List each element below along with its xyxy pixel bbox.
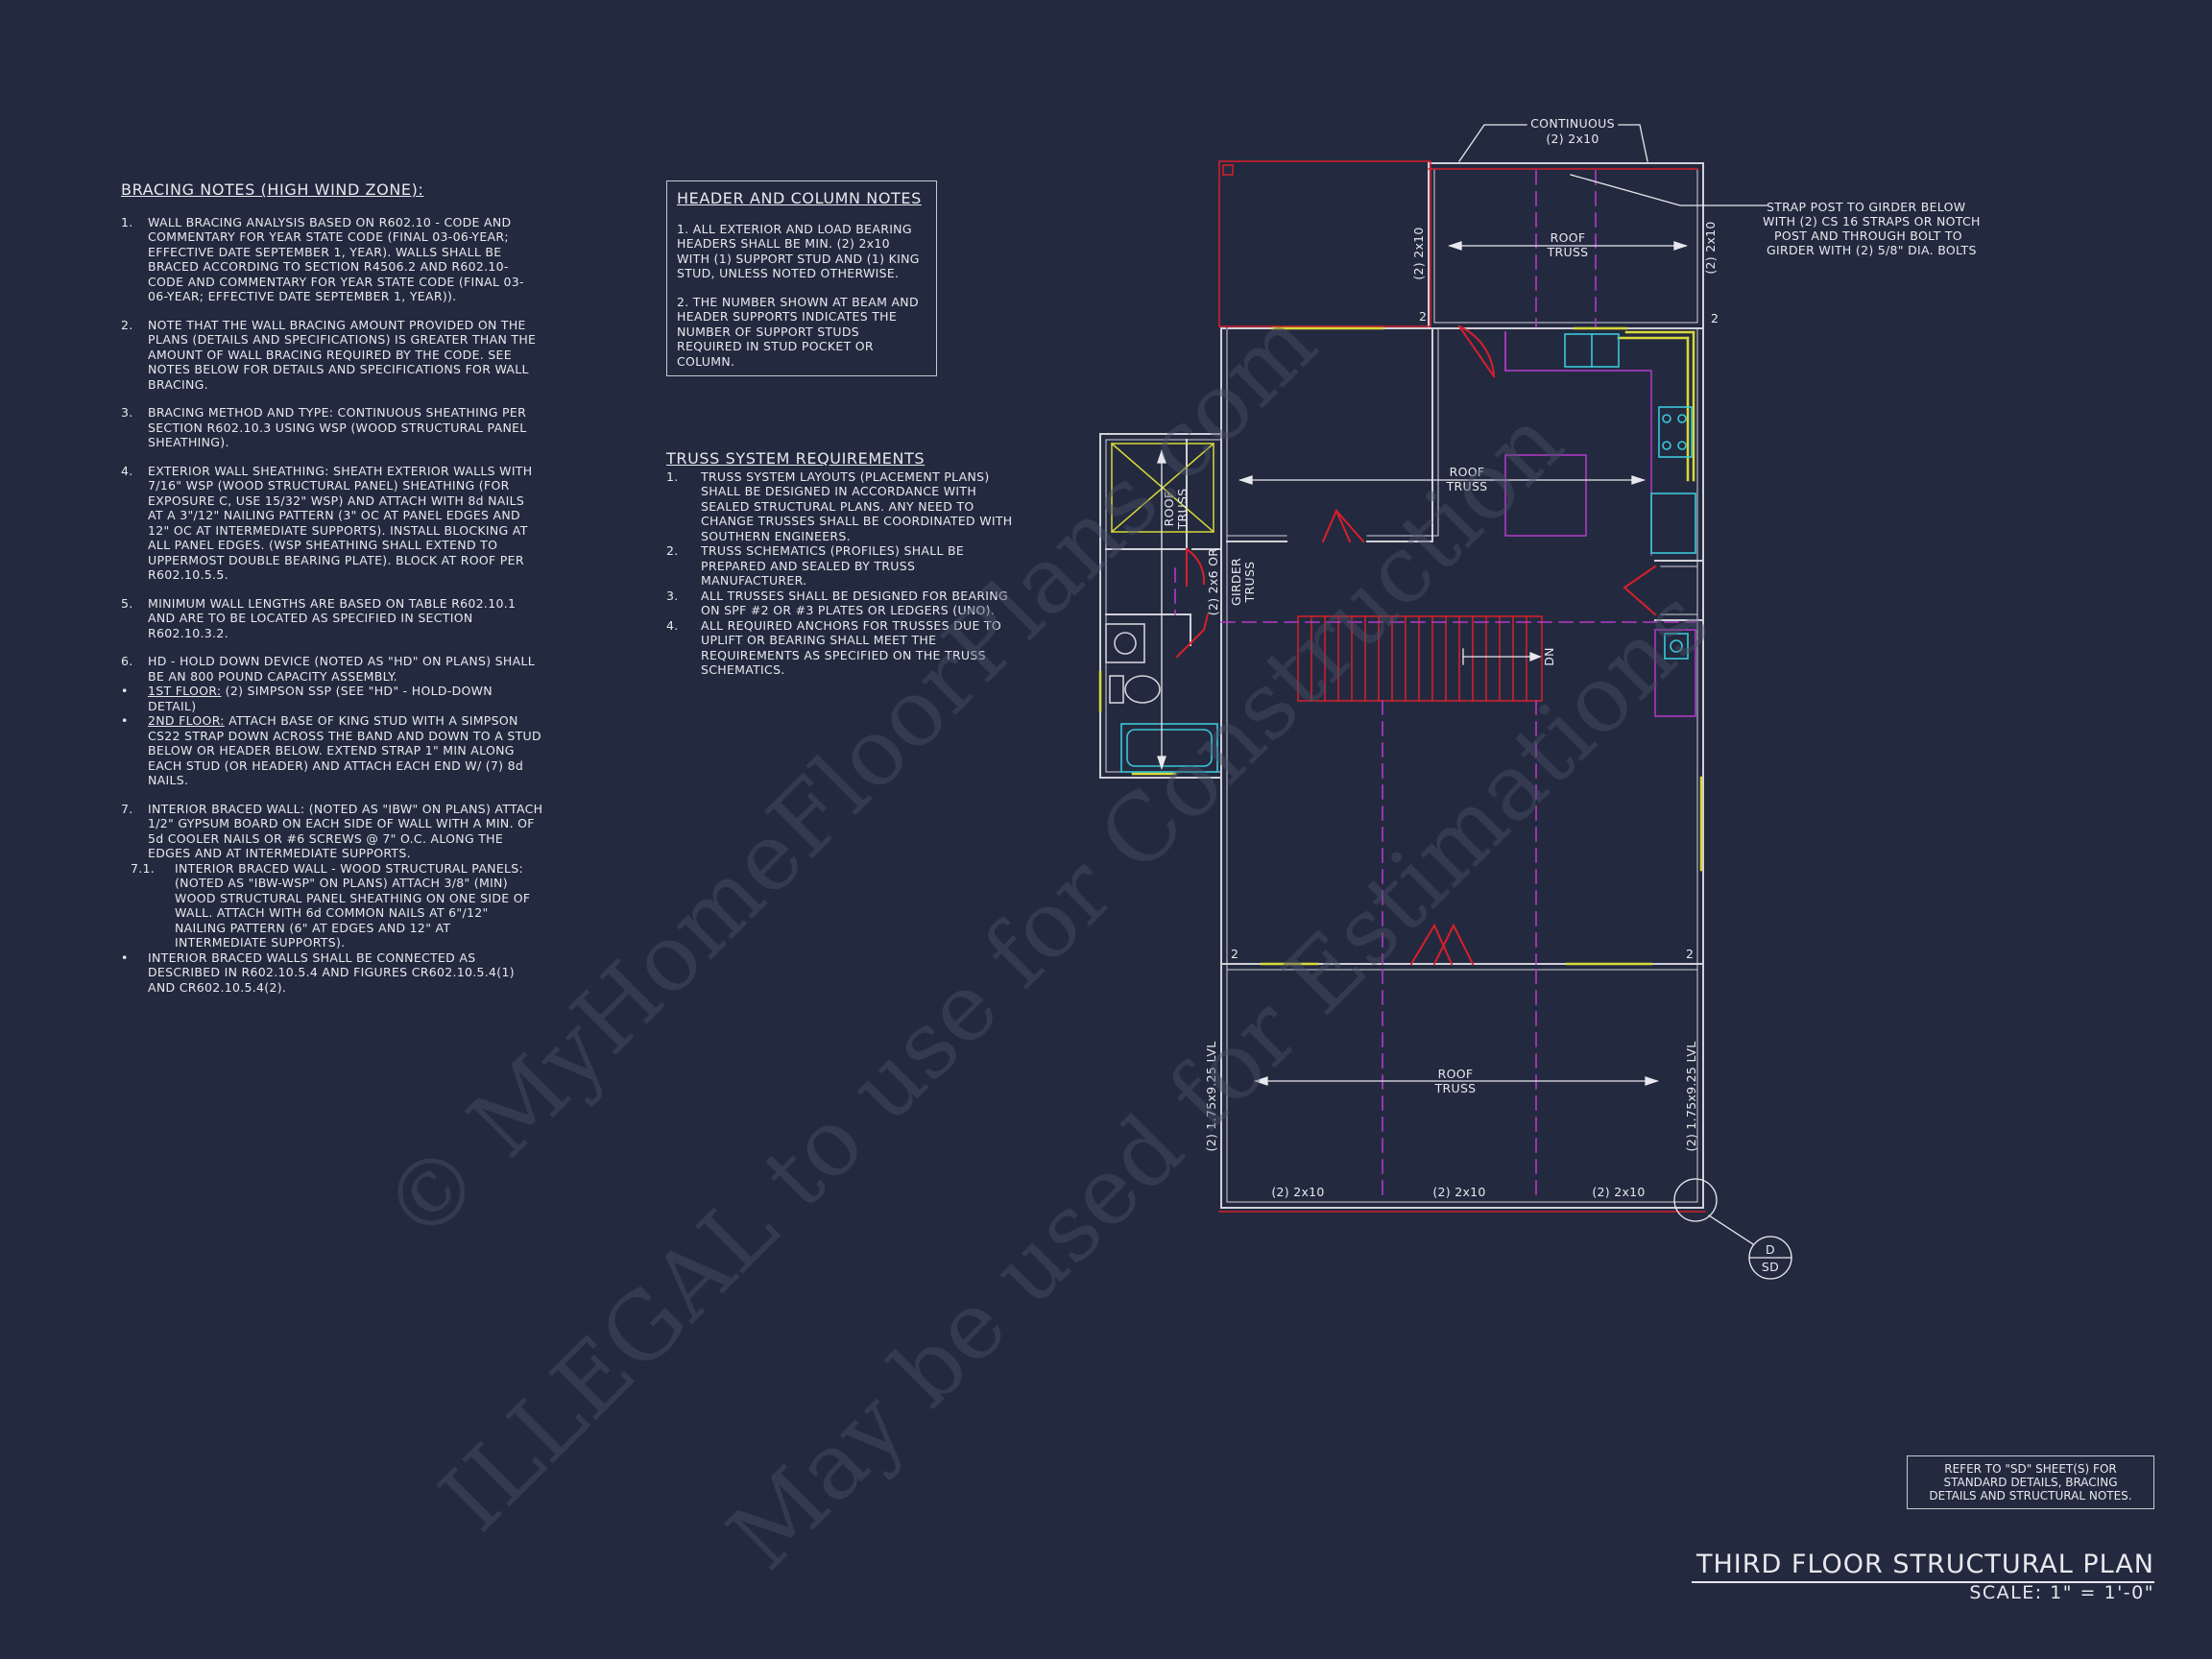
roof-label-mid: ROOF [1450,465,1485,479]
header-note-2: 2. THE NUMBER SHOWN AT BEAM AND HEADER S… [677,294,919,369]
bracing-note-5: 5.MINIMUM WALL LENGTHS ARE BASED ON TABL… [121,595,517,640]
truss-lines [1174,170,1698,1203]
bracing-bullet-1st-floor: •1ST FLOOR: (2) SIMPSON SSP (SEE "HD" - … [121,684,493,713]
kitchen-counters [1504,331,1696,717]
detail-callout-top: D [1766,1242,1775,1257]
window-marks [1098,326,1703,966]
roof-label-chase: ROOF [1162,492,1176,527]
bracing-notes-title: BRACING NOTES (HIGH WIND ZONE): [121,180,424,199]
bracing-note-4: 4.EXTERIOR WALL SHEATHING: SHEATH EXTERI… [121,463,533,583]
door-swings [1175,325,1657,966]
header-right-label: (2) 2x10 [1703,221,1718,274]
refer-note-box: REFER TO "SD" SHEET(S) FOR STANDARD DETA… [1907,1455,2154,1509]
fixtures [1105,333,1696,773]
roof-label-bottom: ROOF [1438,1067,1474,1081]
truss-requirements: TRUSS SYSTEM REQUIREMENTS 1.TRUSS SYSTEM… [666,451,1022,678]
girder-truss-label: TRUSS [1242,562,1257,604]
chase-x [1110,442,1215,534]
strap-note-line-3: POST AND THROUGH BOLT TO [1774,228,1962,243]
continuous-size-label: (2) 2x10 [1546,132,1599,146]
detail-callout-bottom: SD [1762,1260,1779,1274]
header-column-notes: HEADER AND COLUMN NOTES 1. ALL EXTERIOR … [666,180,937,376]
header-note-1: 1. ALL EXTERIOR AND LOAD BEARING HEADERS… [677,221,920,281]
refer-note-line-2: STANDARD DETAILS, BRACING [1943,1476,2118,1489]
bracing-bullet-2nd-floor: •2ND FLOOR: ATTACH BASE OF KING STUD WIT… [121,713,541,787]
stair [1297,615,1543,702]
stud-count-3: 2 [1231,947,1238,961]
stud-count-4: 2 [1686,947,1694,961]
red-beams [1218,160,1706,1213]
bracing-notes: BRACING NOTES (HIGH WIND ZONE): 1.WALL B… [121,182,543,1008]
bracing-note-7-1: 7.1.INTERIOR BRACED WALL - WOOD STRUCTUR… [131,860,531,950]
stud-count-1: 2 [1419,309,1427,324]
roof-label-top: ROOF [1551,230,1586,245]
truss-req-3: 3.ALL TRUSSES SHALL BE DESIGNED FOR BEAR… [666,588,1008,618]
refer-note-line-1: REFER TO "SD" SHEET(S) FOR [1944,1462,2117,1476]
truss-req-2: 2.TRUSS SCHEMATICS (PROFILES) SHALL BE P… [666,543,965,588]
continuous-label: CONTINUOUS [1530,116,1615,131]
stair-dn-label: DN [1542,647,1556,666]
lvl-left-label: (2) 1.75x9.25 LVL [1204,1042,1218,1152]
beam-label-2: (2) 2x10 [1432,1185,1485,1199]
span-arrows [1157,124,1792,1280]
beam-label-3: (2) 2x10 [1592,1185,1645,1199]
bracing-note-6: 6.HD - HOLD DOWN DEVICE (NOTED AS "HD" O… [121,654,535,684]
bracing-note-2: 2.NOTE THAT THE WALL BRACING AMOUNT PROV… [121,317,537,392]
refer-note-line-3: DETAILS AND STRUCTURAL NOTES. [1929,1489,2132,1503]
plan-title: THIRD FLOOR STRUCTURAL PLAN [1696,1550,2154,1579]
header-notes-title: HEADER AND COLUMN NOTES [677,189,922,207]
strap-note-line-1: STRAP POST TO GIRDER BELOW [1767,200,1965,214]
truss-label-chase: TRUSS [1175,489,1190,531]
bracing-final-bullet: •INTERIOR BRACED WALLS SHALL BE CONNECTE… [121,950,515,995]
strap-note-line-4: GIRDER WITH (2) 5/8" DIA. BOLTS [1767,243,1977,257]
bracing-note-3: 3.BRACING METHOD AND TYPE: CONTINUOUS SH… [121,405,527,449]
strap-note-line-2: WITH (2) CS 16 STRAPS OR NOTCH [1763,214,1981,228]
plan-scale: SCALE: 1" = 1'-0" [1969,1582,2154,1603]
plan-title-underline [1692,1581,2154,1583]
lvl-right-label: (2) 1.75x9.25 LVL [1684,1042,1698,1152]
girder-label: GIRDER [1229,558,1243,606]
header-2x6-label: (2) 2x6 OR [1206,548,1220,615]
truss-label-top: TRUSS [1547,245,1589,259]
truss-label-mid: TRUSS [1446,479,1488,493]
truss-label-bottom: TRUSS [1434,1081,1477,1095]
stud-count-2: 2 [1711,311,1719,325]
bracing-note-7: 7.INTERIOR BRACED WALL: (NOTED AS "IBW" … [121,801,543,861]
truss-requirements-title: TRUSS SYSTEM REQUIREMENTS [666,449,926,468]
truss-req-1: 1.TRUSS SYSTEM LAYOUTS (PLACEMENT PLANS)… [666,469,1013,543]
beam-label-1: (2) 2x10 [1271,1185,1324,1199]
exterior-walls [1099,162,1704,1209]
bracing-note-1: 1.WALL BRACING ANALYSIS BASED ON R602.10… [121,214,524,304]
truss-req-4: 4.ALL REQUIRED ANCHORS FOR TRUSSES DUE T… [666,617,1002,678]
header-left-label: (2) 2x10 [1411,227,1426,279]
